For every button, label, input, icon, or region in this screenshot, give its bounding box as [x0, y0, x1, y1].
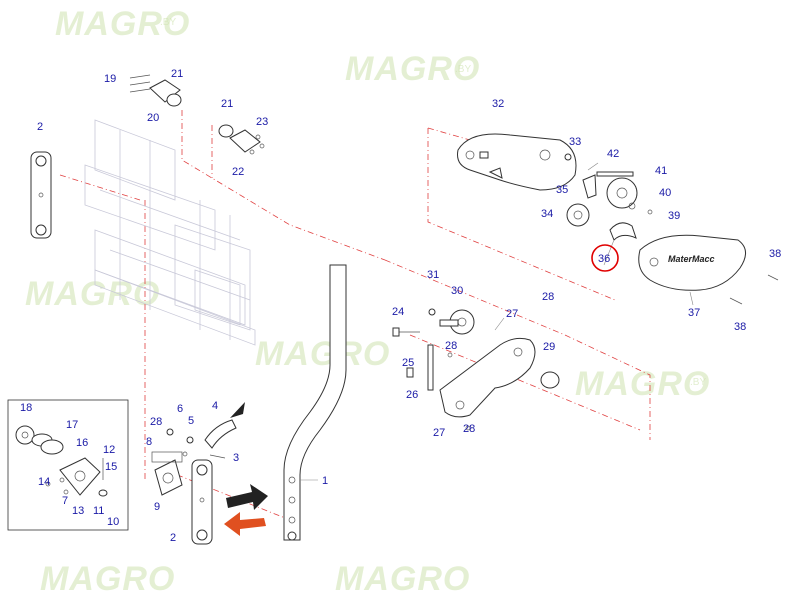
label-19: 19	[104, 73, 116, 85]
label-6: 6	[177, 403, 183, 415]
label-20: 20	[147, 112, 159, 124]
label-8: 8	[146, 436, 152, 448]
label-28d: 28	[542, 291, 554, 303]
label-7: 7	[62, 495, 68, 507]
label-22: 22	[232, 166, 244, 178]
watermark-suffix-2: .BY	[455, 64, 471, 75]
label-18: 18	[20, 402, 32, 414]
label-21b: 21	[221, 98, 233, 110]
bearing-assembly-top	[129, 74, 265, 155]
arrows	[224, 484, 268, 536]
label-15: 15	[105, 461, 117, 473]
label-32: 32	[492, 98, 504, 110]
arrow-left-icon	[224, 512, 266, 536]
label-leaders	[300, 162, 694, 481]
label-31: 31	[427, 269, 439, 281]
label-2b: 2	[170, 532, 176, 544]
machine-frame	[84, 119, 256, 346]
watermark-1: MAGRO	[55, 5, 190, 43]
leader-lines	[59, 110, 651, 521]
label-35: 35	[556, 184, 568, 196]
arrow-right-icon	[226, 484, 268, 510]
label-4: 4	[212, 400, 218, 412]
label-42: 42	[607, 148, 619, 160]
label-3: 3	[233, 452, 239, 464]
watermark-6: MAGRO	[40, 560, 175, 598]
label-39: 39	[668, 210, 680, 222]
label-37: 37	[688, 307, 700, 319]
label-27: 27	[506, 308, 518, 320]
label-27b: 27	[433, 427, 445, 439]
label-34: 34	[541, 208, 553, 220]
inset-box	[7, 399, 129, 531]
part-1-arm	[283, 264, 347, 541]
guard-assembly: MaterMacc	[457, 133, 779, 305]
label-29: 29	[543, 341, 555, 353]
label-36: 36	[598, 253, 610, 265]
label-40: 40	[659, 187, 671, 199]
label-38b: 38	[734, 321, 746, 333]
label-17: 17	[66, 419, 78, 431]
label-26: 26	[406, 389, 418, 401]
label-10: 10	[107, 516, 119, 528]
watermark-5: MAGRO	[575, 365, 710, 403]
watermark-7: MAGRO	[335, 560, 470, 598]
cover-brand-label: MaterMacc	[668, 254, 715, 264]
middle-assembly	[151, 402, 245, 496]
label-5: 5	[188, 415, 194, 427]
watermark-suffix-3: .BY	[690, 377, 706, 388]
highlight-circle	[591, 244, 619, 272]
label-38: 38	[769, 248, 781, 260]
watermark-3: MAGRO	[25, 275, 160, 313]
label-12: 12	[103, 444, 115, 456]
label-33: 33	[569, 136, 581, 148]
label-30: 30	[451, 285, 463, 297]
label-1: 1	[322, 475, 328, 487]
label-25: 25	[402, 357, 414, 369]
label-41: 41	[655, 165, 667, 177]
sprocket-plate-assembly	[392, 308, 560, 431]
label-14: 14	[38, 476, 50, 488]
label-28b: 28	[445, 340, 457, 352]
label-23: 23	[256, 116, 268, 128]
watermark-suffix-1: .BY	[160, 17, 176, 28]
label-9: 9	[154, 501, 160, 513]
label-28c: 28	[463, 423, 475, 435]
label-21: 21	[171, 68, 183, 80]
label-16: 16	[76, 437, 88, 449]
label-11: 11	[93, 505, 104, 517]
watermark-4: MAGRO	[255, 335, 390, 373]
watermarks: MAGRO MAGRO MAGRO MAGRO MAGRO MAGRO MAGR…	[25, 5, 710, 598]
label-2: 2	[37, 121, 43, 133]
watermark-2: MAGRO	[345, 50, 480, 88]
label-13: 13	[72, 505, 84, 517]
label-24: 24	[392, 306, 404, 318]
labels: 1 2 2 3 4 5 6 7 8 9 10 11 12 13 14 15 16…	[20, 68, 781, 544]
part-2-lower-plate	[191, 459, 213, 545]
label-28: 28	[150, 416, 162, 428]
part-2-left-plate	[30, 151, 52, 239]
